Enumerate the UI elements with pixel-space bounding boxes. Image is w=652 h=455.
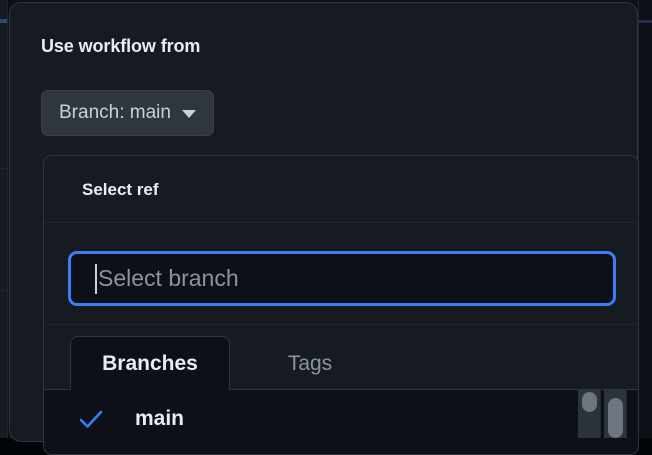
list-item[interactable]: main [44,390,638,448]
backdrop-left-rail [0,0,8,438]
outer-scrollbar-thumb[interactable] [608,398,623,438]
ref-list: main [44,390,638,454]
ref-panel-title: Select ref [82,180,159,199]
list-item-label: main [135,407,185,430]
inner-scrollbar-thumb[interactable] [582,392,597,412]
backdrop-left-hline-1 [0,168,8,169]
scrollbar-divider-2 [626,389,627,438]
ref-tab-strip: Branches Tags [44,325,638,390]
check-icon [78,406,104,432]
ref-selector-panel: Select ref Select branch Branches Tags m… [43,155,639,455]
backdrop-left-divider [7,0,8,438]
backdrop-left-hline-2 [0,290,8,291]
scrollbar-divider-1 [600,389,601,438]
branch-selector-button[interactable]: Branch: main [41,90,214,136]
tab-branches[interactable]: Branches [70,336,230,390]
ref-panel-header: Select ref [44,156,638,223]
ref-filter-section: Select branch [44,223,638,325]
branch-filter-input[interactable]: Select branch [68,251,616,306]
tab-tags[interactable]: Tags [287,351,333,375]
backdrop-right-rail [638,0,652,438]
chevron-down-icon [181,110,196,118]
text-cursor [95,263,97,294]
branch-selector-label: Branch: main [59,102,171,123]
run-workflow-dialog: Use workflow from Branch: main Select re… [9,2,639,455]
branch-filter-placeholder: Select branch [98,265,239,291]
backdrop-right-accent-bar [638,20,652,23]
page-title: Use workflow from [41,36,201,56]
backdrop-left-accent-bar [0,19,8,23]
